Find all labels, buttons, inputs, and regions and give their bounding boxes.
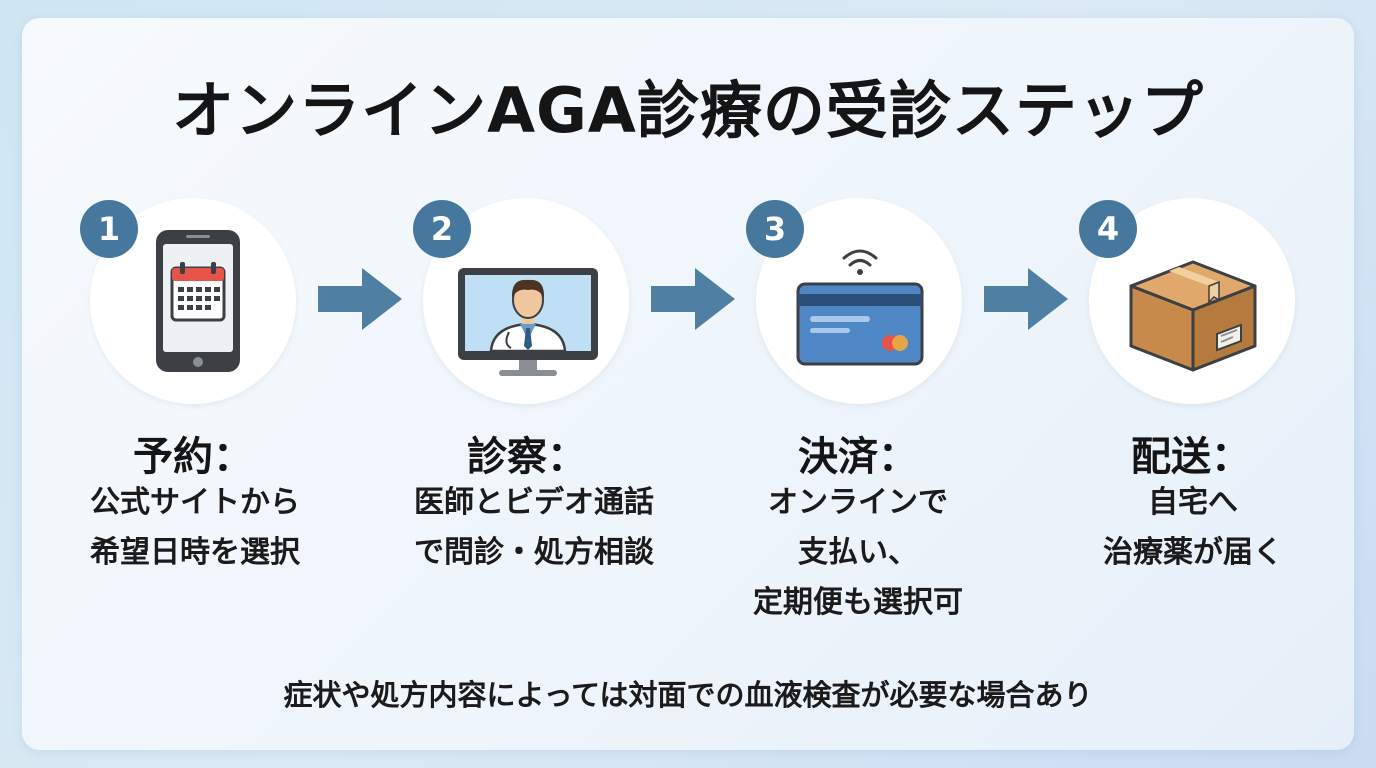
step-4-line-1: 自宅へ — [1148, 485, 1238, 520]
arrow-right-icon — [984, 268, 1068, 330]
page-title: オンラインAGA診療の受診ステップ — [172, 74, 1204, 147]
step-1-description: 公式サイトから 希望日時を選択 — [45, 478, 345, 578]
arrow-right-icon — [318, 268, 402, 330]
step-4-number: 4 — [1079, 200, 1137, 258]
video-call-doctor-icon — [458, 268, 598, 376]
step-3-line-3: 定期便も選択可 — [753, 585, 963, 620]
smartphone-calendar-icon — [156, 230, 240, 372]
step-3-line-1: オンラインで — [768, 485, 948, 520]
step-2-line-2: で問診・処方相談 — [414, 535, 654, 570]
step-1-heading: 予約： — [133, 434, 253, 480]
step-3-number: 3 — [746, 200, 804, 258]
step-1-number: 1 — [80, 200, 138, 258]
step-3-line-2: 支払い、 — [798, 535, 918, 570]
step-3-description: オンラインで 支払い、 定期便も選択可 — [708, 478, 1008, 628]
step-2-description: 医師とビデオ通話 で問診・処方相談 — [384, 478, 684, 578]
step-2-number: 2 — [413, 200, 471, 258]
step-2-line-1: 医師とビデオ通話 — [414, 485, 654, 520]
step-4-heading: 配送： — [1131, 434, 1251, 480]
arrow-right-icon — [651, 268, 735, 330]
step-1-line-2: 希望日時を選択 — [90, 535, 300, 570]
footnote: 症状や処方内容によっては対面での血液検査が必要な場合あり — [283, 678, 1093, 712]
step-4-description: 自宅へ 治療薬が届く — [1043, 478, 1343, 578]
step-2-heading: 診察： — [467, 434, 587, 480]
step-3-heading: 決済： — [798, 434, 918, 480]
contactless-credit-card-icon — [796, 249, 924, 366]
shipping-box-icon — [1129, 260, 1257, 372]
step-4-line-2: 治療薬が届く — [1103, 535, 1283, 570]
step-1-line-1: 公式サイトから — [90, 485, 300, 520]
